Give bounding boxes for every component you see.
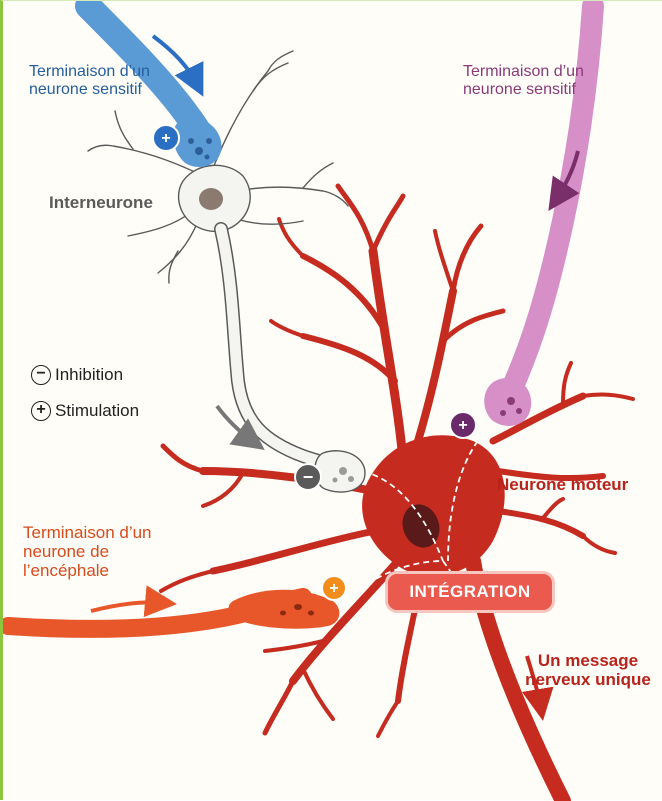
interneuron-dendrite — [115, 111, 133, 149]
label-sensory-left: Terminaison d’un neurone sensitif — [29, 63, 179, 99]
label-motor-neuron: Neurone moteur — [497, 475, 628, 494]
synapse-sign-interneuron: − — [295, 464, 321, 490]
motor-dendrite — [583, 395, 633, 399]
motor-dendrite — [583, 536, 615, 553]
synapse-sign-sensory-left: + — [153, 125, 179, 151]
synapse-sign-brain: + — [322, 576, 346, 600]
motor-dendrite — [435, 231, 453, 291]
motor-dendrite — [373, 251, 403, 461]
motor-dendrite — [563, 363, 571, 404]
interneuron-dendrite — [303, 163, 333, 188]
motor-dendrite — [378, 701, 398, 736]
motor-soma — [362, 435, 505, 576]
motor-dendrite — [203, 473, 243, 506]
motor-dendrite — [373, 196, 403, 251]
svg-text:−: − — [303, 467, 314, 487]
motor-dendrite — [453, 226, 481, 291]
interneuron-dendrite — [238, 187, 348, 206]
motor-dendrite — [338, 186, 373, 251]
legend-inhibition-label: Inhibition — [55, 365, 123, 384]
plus-circle-icon: + — [31, 401, 51, 421]
motor-dendrite — [279, 219, 303, 256]
minus-circle-icon: − — [31, 365, 51, 385]
label-brain-terminal: Terminaison d’un neurone de l’encéphale — [23, 523, 173, 580]
svg-text:+: + — [329, 580, 338, 597]
brain-arrow — [91, 602, 165, 611]
motor-dendrite — [498, 511, 583, 536]
legend-stimulation-label: Stimulation — [55, 401, 139, 420]
brain-terminal — [229, 590, 340, 629]
integration-badge: INTÉGRATION — [385, 571, 555, 613]
motor-dendrite — [163, 446, 203, 471]
motor-dendrite — [265, 681, 293, 733]
motor-dendrite — [271, 321, 303, 336]
motor-dendrite — [303, 669, 333, 719]
interneuron-nucleus — [199, 188, 223, 210]
label-sensory-right: Terminaison d’un neurone sensitif — [463, 63, 613, 99]
synapse-sign-sensory-right: + — [450, 412, 476, 438]
motor-dendrite — [543, 499, 563, 518]
interneuron-dendrite — [208, 51, 293, 181]
interneuron-dendrite — [158, 221, 198, 273]
motor-dendrite — [213, 531, 375, 571]
svg-text:+: + — [161, 130, 170, 147]
label-interneuron: Interneurone — [49, 193, 153, 212]
motor-dendrite — [418, 291, 453, 441]
label-single-message: Un message nerveux unique — [523, 651, 653, 689]
sensory-left-terminal — [173, 117, 221, 167]
motor-dendrite — [303, 336, 395, 381]
svg-text:+: + — [458, 417, 467, 434]
